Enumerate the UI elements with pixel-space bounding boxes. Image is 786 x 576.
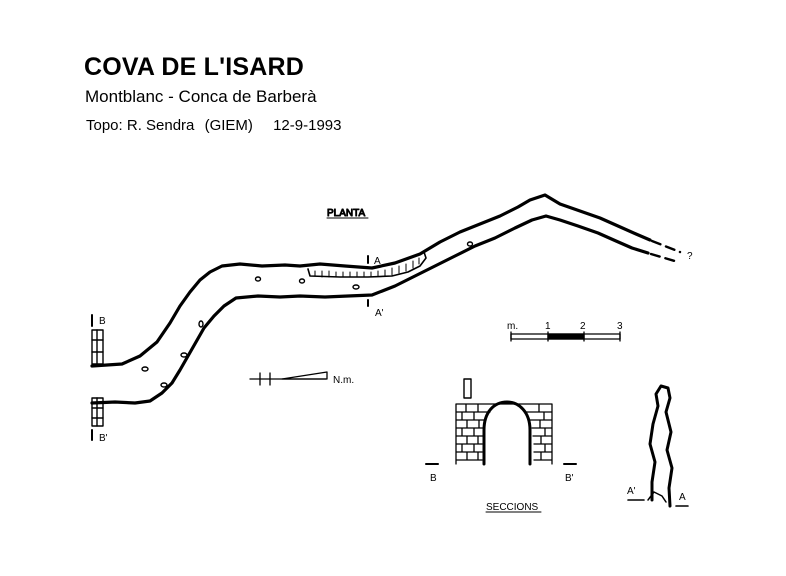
survey-group: (GIEM) xyxy=(204,117,253,134)
survey-credit: Topo: R. Sendra (GIEM) 12-9-1993 xyxy=(86,117,341,134)
plan-continuation-upper xyxy=(650,239,682,254)
plan-unknown-mark: ? xyxy=(687,251,693,262)
section-bb-chimney xyxy=(463,378,472,399)
plan-label: PLANTA xyxy=(327,208,365,219)
section-aa-left-label: A' xyxy=(627,486,636,497)
north-label: N.m. xyxy=(333,375,354,386)
section-bb-left-label: B xyxy=(430,473,437,484)
section-aa-floor-block xyxy=(647,491,667,503)
plan-ledge-hatch xyxy=(314,257,420,278)
section-bb-right-label: B' xyxy=(565,473,574,484)
scale-tick-2: 2 xyxy=(580,321,586,332)
scale-bar: m. 1 2 3 xyxy=(507,321,623,342)
section-aa: A' A xyxy=(627,384,689,508)
cave-title: COVA DE L'ISARD xyxy=(84,53,305,81)
section-bb-opening xyxy=(482,400,532,466)
north-arrow: N.m. xyxy=(249,371,354,386)
entrance-wall-upper xyxy=(91,329,104,365)
section-aa-outline xyxy=(648,384,674,508)
section-b-label: B xyxy=(99,316,106,327)
sections-label: SECCIONS xyxy=(486,502,539,513)
section-a-label: A xyxy=(374,256,381,267)
plan-view: PLANTA ? xyxy=(90,193,693,444)
section-bb-masonry xyxy=(455,403,553,465)
section-b-prime-label: B' xyxy=(99,433,108,444)
topo-author: Topo: R. Sendra xyxy=(86,117,195,134)
scale-tick-1: 1 xyxy=(545,321,551,332)
plan-lower-wall xyxy=(90,214,650,405)
entrance-wall-lower xyxy=(91,397,104,427)
scale-unit: m. xyxy=(507,321,518,332)
section-a-prime-label: A' xyxy=(375,308,384,319)
plan-continuation-lower xyxy=(649,252,680,264)
survey-date: 12-9-1993 xyxy=(273,117,342,134)
plan-upper-wall xyxy=(90,193,652,368)
plan-floor-blocks xyxy=(141,241,474,388)
plan-ledge xyxy=(307,251,427,278)
scale-tick-3: 3 xyxy=(617,321,623,332)
section-aa-right-label: A xyxy=(679,492,686,503)
location-subtitle: Montblanc - Conca de Barberà xyxy=(85,87,317,106)
section-bb: B B' SECCIONS xyxy=(425,378,577,513)
